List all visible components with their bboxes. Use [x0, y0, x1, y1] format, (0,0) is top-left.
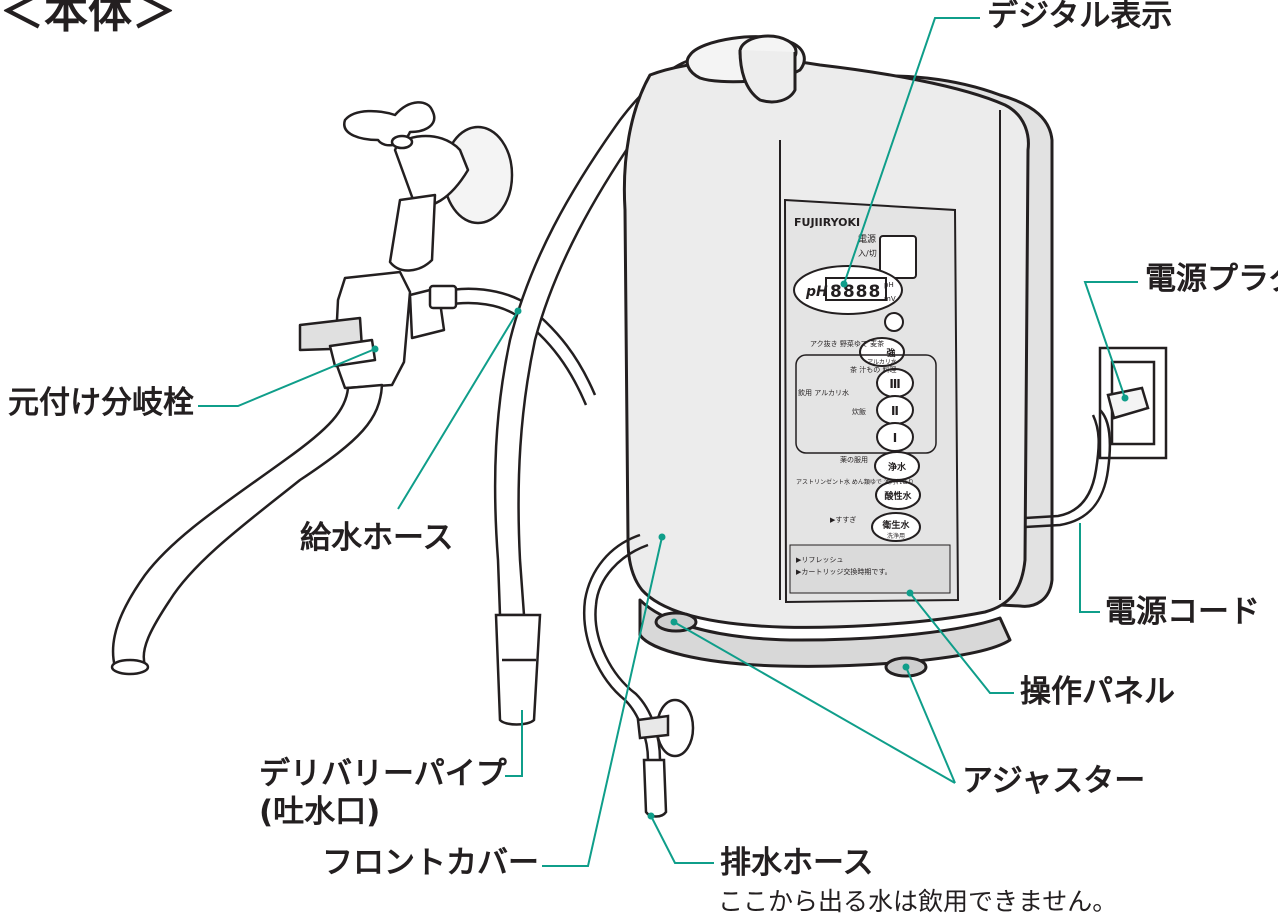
button-sanitary-symbol: 衛生水: [881, 519, 910, 531]
unit-top: pH: [884, 281, 894, 289]
leader-front-cover: [542, 536, 663, 867]
label-control-panel: 操作パネル: [1020, 674, 1175, 710]
panel-label-tea: 茶 汁もの 料理: [850, 365, 896, 374]
panel-label-astringent: アストリンゼント水 めん類ゆで 油汚れとり: [796, 478, 914, 486]
leader-digital-display: [843, 17, 980, 285]
label-drain-hose: 排水ホース: [720, 845, 874, 881]
button-strong-symbol: 強: [886, 347, 895, 359]
brand-label: FUJIIRYOKI: [794, 216, 860, 229]
faucet-assembly: [110, 101, 597, 676]
panel-label-rice: 炊飯: [852, 407, 866, 416]
display-digits: 8888: [830, 282, 881, 302]
leader-supply-hose: [397, 310, 519, 510]
label-adjuster: アジャスター: [962, 763, 1146, 799]
power-label: 電源: [858, 234, 876, 245]
label-power-plug: 電源プラグ: [1145, 261, 1278, 297]
ph-symbol: pH: [805, 284, 828, 300]
leader-lines: [198, 17, 1138, 867]
leader-power-cord: [1079, 523, 1100, 613]
button-sanitary-sub: 洗浄用: [887, 532, 905, 540]
button-1-symbol: Ⅰ: [893, 431, 897, 445]
button-acidic-symbol: 酸性水: [884, 490, 912, 502]
panel-label-cartridge: ▶カートリッジ交換時期です。: [796, 567, 892, 576]
leader-drain-hose: [650, 815, 714, 864]
label-front-cover: フロントカバー: [322, 845, 539, 881]
leader-power-plug: [1083, 281, 1138, 399]
leader-control-panel: [909, 592, 1014, 694]
label-branch-valve: 元付け分岐栓: [8, 385, 194, 421]
panel-label-veg: アク抜き 野菜ゆで 麦茶: [810, 339, 884, 348]
label-delivery-pipe: デリバリーパイプ: [259, 756, 507, 792]
button-2-symbol: Ⅱ: [891, 404, 899, 418]
label-drain-note: ここから出る水は飲用できません。: [718, 887, 1118, 916]
power-sub: 入/切: [858, 249, 877, 258]
label-power-cord: 電源コード: [1105, 594, 1260, 630]
power-cord-assembly: [1024, 346, 1168, 529]
unit-bottom: mV: [884, 295, 896, 303]
button-purified-symbol: 浄水: [888, 461, 907, 473]
label-supply-hose: 給水ホース: [300, 520, 454, 556]
panel-label-medicine: 薬の服用: [840, 455, 868, 464]
button-strong-sub: アルカリ水: [867, 358, 897, 366]
label-digital-display: デジタル表示: [987, 0, 1173, 34]
label-delivery-pipe-sub: (吐水口): [259, 794, 381, 830]
panel-label-rinse: ▶すすぎ: [830, 515, 856, 524]
leader-adjuster-2: [905, 666, 956, 784]
panel-label-refresh: ▶リフレッシュ: [796, 556, 843, 564]
panel-label-drink: 飲用 アルカリ水: [798, 388, 849, 397]
leader-dots: [371, 280, 1129, 820]
diagram-title: ＜本体＞: [0, 0, 176, 38]
leader-delivery-pipe: [505, 710, 523, 777]
control-panel: [783, 198, 960, 604]
leader-adjuster-1: [673, 621, 956, 784]
drain-hose: [582, 533, 695, 818]
button-3-symbol: Ⅲ: [889, 377, 900, 391]
leader-branch-valve: [198, 348, 376, 407]
